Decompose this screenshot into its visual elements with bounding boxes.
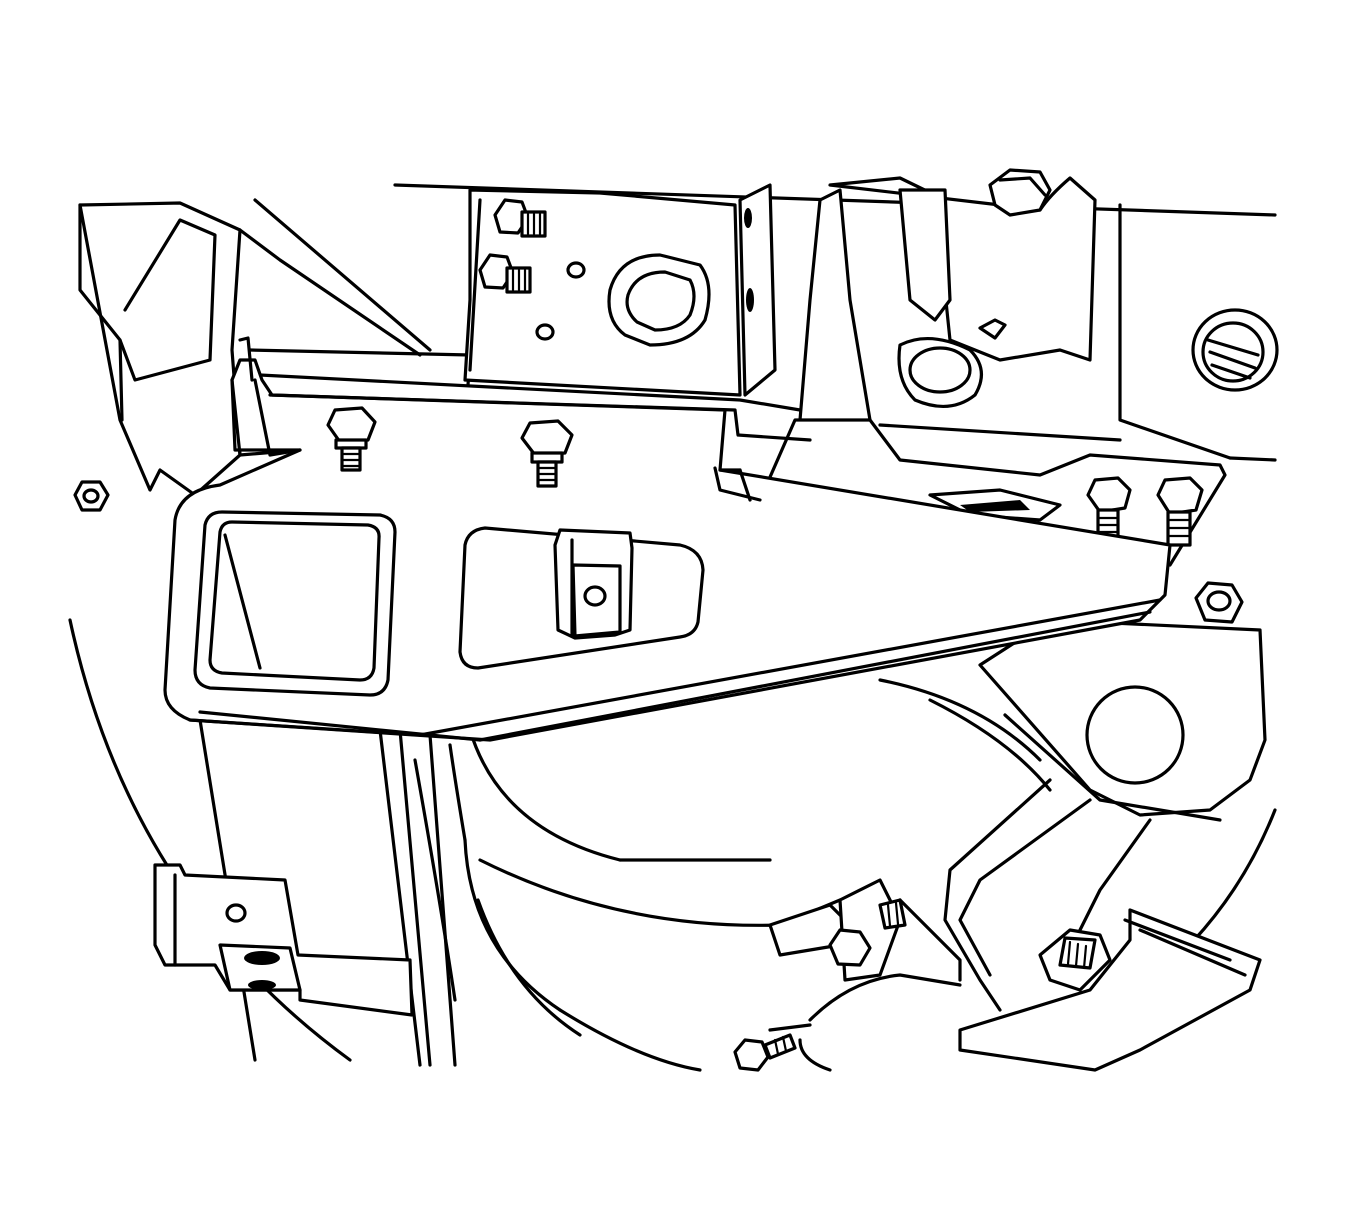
upper-bolt-1 bbox=[493, 198, 547, 238]
bracket-bolt-center bbox=[520, 419, 574, 488]
left-nut bbox=[73, 480, 110, 512]
frame-grommet bbox=[1191, 308, 1279, 392]
upper-bolt-2 bbox=[478, 253, 532, 294]
right-nut bbox=[1194, 581, 1244, 624]
fuel-tank-strap-arm bbox=[978, 618, 1267, 822]
right-bolt-2 bbox=[1156, 476, 1204, 547]
bracket-bolt-left bbox=[326, 406, 377, 472]
slot-cutout bbox=[458, 526, 705, 670]
upper-bracket-plate bbox=[463, 183, 777, 397]
crossmember-lower bbox=[198, 718, 1152, 1067]
lower-center-bolt bbox=[733, 1023, 812, 1072]
strap-clamp bbox=[768, 878, 962, 1072]
lower-right-strap bbox=[958, 908, 1262, 1072]
square-cutout bbox=[193, 510, 397, 697]
lower-hitch-bracket bbox=[153, 863, 414, 1017]
